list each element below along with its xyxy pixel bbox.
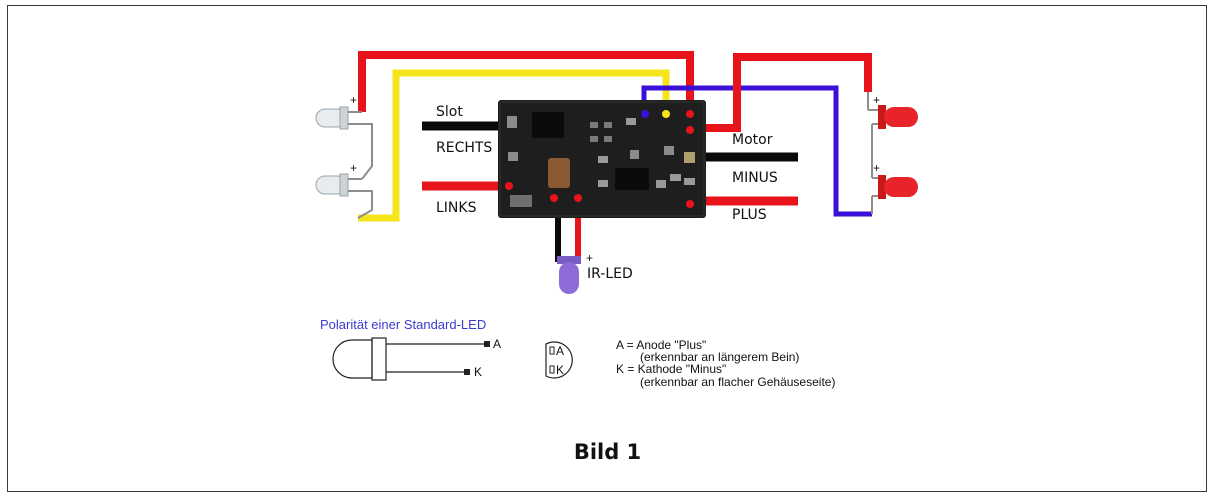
red-wire-left bbox=[358, 51, 694, 112]
legend-line-2: (erkennbar an längerem Bein) bbox=[640, 350, 799, 364]
plus-label: PLUS bbox=[732, 207, 767, 223]
slot-label: Slot bbox=[436, 104, 463, 120]
red-led-bottom bbox=[871, 124, 918, 214]
white-led-legs-2 bbox=[357, 190, 373, 219]
red-wire-right bbox=[700, 53, 872, 132]
figure-caption: Bild 1 bbox=[573, 440, 642, 464]
legend-line-3: K = Kathode "Minus" bbox=[616, 362, 726, 376]
figure-frame bbox=[7, 5, 1207, 492]
legend-title: Polarität einer Standard-LED bbox=[320, 317, 486, 332]
plus-sign-red-bottom: + bbox=[873, 161, 880, 175]
red-led-top bbox=[867, 92, 918, 129]
plus-sign-ir: + bbox=[586, 251, 593, 265]
white-led-top bbox=[315, 106, 362, 130]
pin-k-end bbox=[464, 369, 470, 375]
led-side-view-icon bbox=[332, 337, 486, 381]
pin-k-label: K bbox=[474, 365, 482, 379]
top-view-k-label: K bbox=[556, 363, 564, 377]
ir-led bbox=[557, 256, 581, 294]
decoder-board bbox=[498, 100, 706, 218]
legend-line-4: (erkennbar an flacher Gehäuseseite) bbox=[640, 375, 835, 389]
motor-label: Motor bbox=[732, 132, 773, 148]
plus-sign-red-top: + bbox=[873, 93, 880, 107]
plus-sign-white-bottom: + bbox=[350, 161, 357, 175]
links-label: LINKS bbox=[436, 200, 477, 216]
plus-sign-white-top: + bbox=[350, 93, 357, 107]
pin-a-end bbox=[484, 341, 490, 347]
blue-wire bbox=[641, 85, 872, 217]
pin-a-label: A bbox=[493, 337, 501, 351]
minus-label: MINUS bbox=[732, 170, 778, 186]
legend-line-1: A = Anode "Plus" bbox=[616, 338, 706, 352]
top-view-a-label: A bbox=[556, 344, 564, 358]
white-led-legs bbox=[361, 123, 373, 180]
ir-led-label: IR-LED bbox=[587, 266, 633, 282]
rechts-label: RECHTS bbox=[436, 140, 492, 156]
white-led-bottom bbox=[315, 173, 362, 197]
led-top-view-icon bbox=[545, 341, 573, 379]
